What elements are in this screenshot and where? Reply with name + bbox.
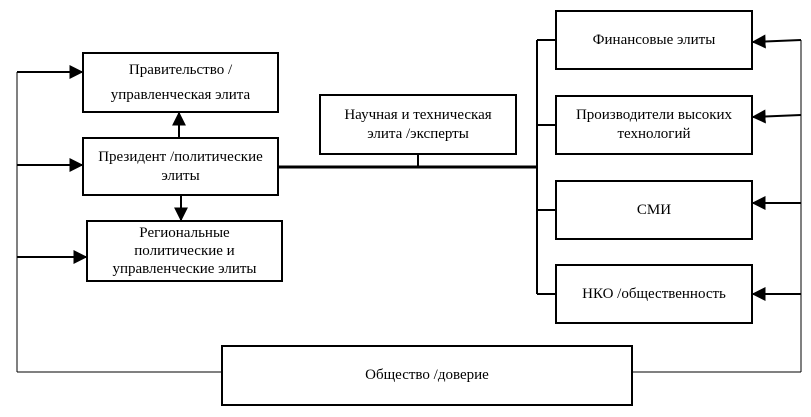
president-line-1: Президент /политические bbox=[98, 148, 263, 165]
society-box: Общество /доверие bbox=[221, 345, 633, 406]
regional-line-1: Региональные bbox=[139, 225, 230, 241]
media-line-1: СМИ bbox=[636, 201, 672, 218]
financial-box: Финансовые элиты bbox=[555, 10, 753, 70]
arrow-to-financial bbox=[751, 34, 802, 49]
regional-box: Региональные политические и управленческ… bbox=[86, 220, 283, 282]
president-box: Президент /политические элиты bbox=[82, 137, 279, 196]
regional-line-2: политические и bbox=[134, 243, 235, 259]
president-line-2: элиты bbox=[161, 167, 200, 184]
government-line-1: Правительство / bbox=[128, 61, 233, 78]
hightech-line-2: технологий bbox=[617, 126, 691, 142]
science-box: Научная и техническая элита /эксперты bbox=[319, 94, 517, 155]
financial-line-1: Финансовые элиты bbox=[592, 31, 716, 48]
hightech-box: Производители высоких технологий bbox=[555, 95, 753, 155]
science-line-1: Научная и техническая bbox=[344, 106, 492, 123]
hightech-line-1: Производители высоких bbox=[575, 107, 733, 123]
arrow-to-hightech bbox=[751, 109, 802, 124]
ngo-line-1: НКО /общественность bbox=[582, 285, 726, 302]
science-line-2: элита /эксперты bbox=[367, 125, 469, 142]
media-box: СМИ bbox=[555, 180, 753, 240]
society-line-1: Общество /доверие bbox=[365, 367, 489, 383]
government-box: Правительство / управленческая элита bbox=[82, 52, 279, 113]
ngo-box: НКО /общественность bbox=[555, 264, 753, 324]
regional-line-3: управленческие элиты bbox=[112, 261, 257, 277]
government-line-2: управленческая элита bbox=[110, 86, 251, 103]
